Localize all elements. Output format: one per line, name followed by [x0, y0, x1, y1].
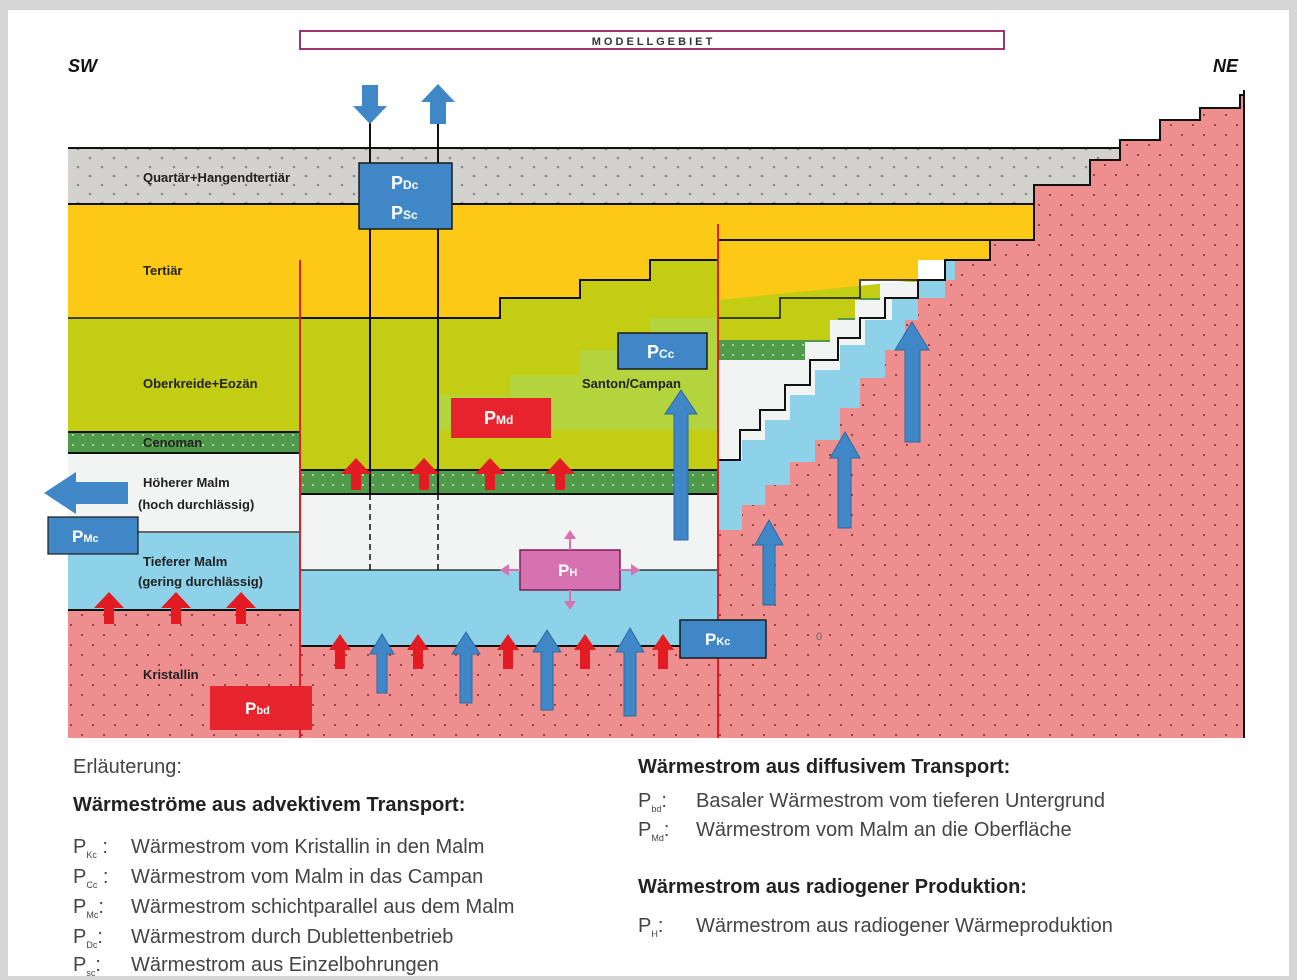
- arrow-down-icon: [353, 85, 387, 124]
- direction-ne: NE: [1213, 56, 1239, 76]
- geological-cross-section: M O D E L L G E B I E T SW NE: [44, 30, 1245, 738]
- legend-radiogenic-title: Wärmestrom aus radiogener Produktion:: [638, 876, 1027, 898]
- direction-sw: SW: [68, 56, 99, 76]
- label-cenoman: Cenoman: [143, 435, 202, 450]
- svg-text:Pbd: Pbd: [245, 699, 270, 718]
- box-pbd: Pbd: [210, 686, 312, 730]
- label-santon: Santon/Campan: [582, 376, 681, 391]
- svg-text:PMc: PMc: [72, 527, 99, 546]
- layer-oberkreide: [68, 318, 300, 432]
- label-kristallin: Kristallin: [143, 667, 199, 682]
- legend-item-pkc: PKc :Wärmestrom vom Kristallin in den Ma…: [73, 836, 485, 860]
- red-arrows-kristallin: [329, 634, 674, 669]
- label-quartaer: Quartär+Hangendtertiär: [143, 170, 290, 185]
- blue-arrows-kristallin: [369, 627, 645, 717]
- box-pmd: PMd: [451, 398, 551, 438]
- arrow-up-icon: [421, 84, 455, 124]
- legend-advective-title: Wärmeströme aus advektivem Transport:: [73, 794, 466, 816]
- box-pcc: PCc: [617, 332, 708, 370]
- svg-text:PSc: PSc: [391, 203, 418, 223]
- svg-text:PH: PH: [558, 561, 577, 580]
- svg-text:PCc: PCc: [647, 342, 675, 362]
- arrow-left-icon: [44, 472, 128, 514]
- svg-text:PKc: PKc: [705, 630, 730, 649]
- box-pkc: PKc: [679, 619, 767, 659]
- stray-mark: 0: [816, 631, 822, 643]
- label-hoeherer-malm: Höherer Malm: [143, 475, 230, 490]
- label-tertiaer: Tertiär: [143, 263, 183, 278]
- legend-item-ph: PH:Wärmestrom aus radiogener Wärmeproduk…: [638, 915, 1113, 939]
- box-pdc-psc: PDc PSc: [358, 162, 453, 230]
- blue-arrows-right-block: [754, 321, 930, 606]
- label-tieferer-malm: Tieferer Malm: [143, 554, 227, 569]
- legend-item-pmd: PMd:Wärmestrom vom Malm an die Oberfläch…: [638, 819, 1072, 843]
- red-arrows-upper: [341, 458, 575, 490]
- legend-diffusive-title: Wärmestrom aus diffusivem Transport:: [638, 756, 1011, 778]
- label-oberkreide: Oberkreide+Eozän: [143, 376, 258, 391]
- blue-arrow-campan: [664, 389, 698, 541]
- model-area-bar: [299, 30, 1005, 50]
- figure-panel: M O D E L L G E B I E T SW NE: [8, 10, 1289, 978]
- svg-text:PMd: PMd: [484, 408, 513, 428]
- legend-item-pbd: Pbd:Basaler Wärmestrom vom tieferen Unte…: [638, 790, 1106, 814]
- legend-item-pdc: PDc:Wärmestrom durch Dublettenbetrieb: [73, 926, 454, 950]
- layer-hoeherer-malm-graben: [300, 494, 718, 570]
- svg-text:PDc: PDc: [391, 173, 419, 193]
- model-area-label: M O D E L L G E B I E T: [592, 36, 713, 48]
- box-pmc: PMc: [47, 516, 139, 555]
- box-ph: PH: [500, 530, 640, 610]
- layer-tieferer-malm-graben: [300, 570, 718, 646]
- label-hoeherer-malm-2: (hoch durchlässig): [138, 497, 254, 512]
- label-tieferer-malm-2: (gering durchlässig): [138, 574, 263, 589]
- legend-intro: Erläuterung:: [73, 756, 182, 778]
- red-arrows-lower-left: [94, 592, 256, 624]
- legend-item-pmc: PMc:Wärmestrom schichtparallel aus dem M…: [73, 896, 515, 920]
- legend-item-pcc: PCc :Wärmestrom vom Malm in das Campan: [73, 866, 484, 890]
- legend-item-psc: Psc:Wärmestrom aus Einzelbohrungen: [73, 954, 439, 978]
- layer-tertiaer: [68, 204, 1034, 318]
